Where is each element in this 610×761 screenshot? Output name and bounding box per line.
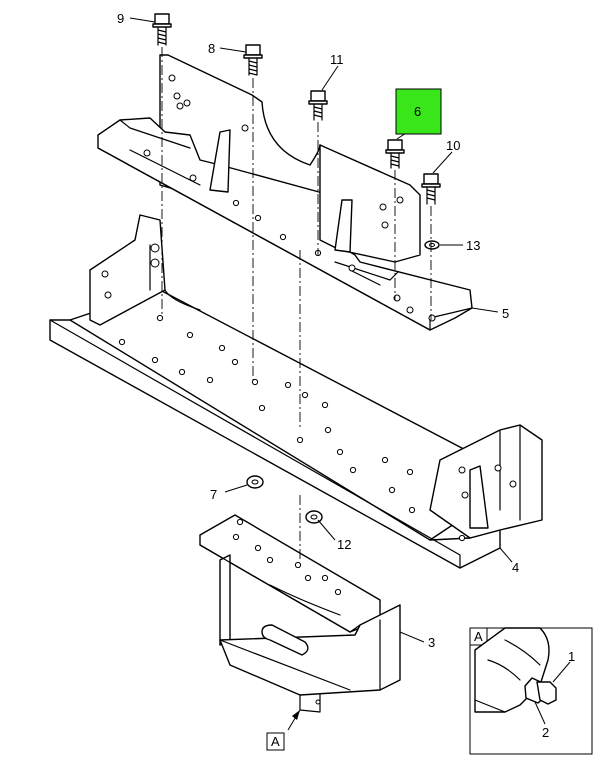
callout-8[interactable]: 8: [208, 41, 215, 56]
callout-9[interactable]: 9: [117, 11, 124, 26]
callout-7[interactable]: 7: [210, 487, 217, 502]
callout-6[interactable]: 6: [414, 104, 421, 119]
detail-a-label: A: [474, 629, 483, 644]
callout-3[interactable]: 3: [428, 635, 435, 650]
highlight-box-part-6: [395, 88, 442, 135]
nut-7[interactable]: [246, 475, 264, 489]
bolt-11[interactable]: [308, 90, 328, 121]
bolt-9[interactable]: [152, 13, 172, 46]
callout-2[interactable]: 2: [542, 725, 549, 740]
lower-mount-bracket[interactable]: [199, 514, 401, 713]
washer-13[interactable]: [424, 240, 440, 250]
main-channel-frame[interactable]: [49, 214, 543, 569]
callout-12[interactable]: 12: [337, 537, 351, 552]
bolt-6[interactable]: [385, 139, 405, 169]
callout-1[interactable]: 1: [568, 649, 575, 664]
callout-13[interactable]: 13: [466, 238, 480, 253]
callout-11[interactable]: 11: [330, 52, 344, 67]
view-reference-a[interactable]: A: [266, 732, 285, 751]
bolt-8[interactable]: [243, 44, 263, 76]
callout-4[interactable]: 4: [512, 560, 519, 575]
callout-10[interactable]: 10: [446, 138, 460, 153]
detail-a-inset: A 1 2: [469, 627, 593, 755]
callout-5[interactable]: 5: [502, 306, 509, 321]
assembly-centerlines: [161, 47, 432, 560]
svg-text:A: A: [271, 734, 280, 749]
bolt-10[interactable]: [421, 173, 441, 205]
